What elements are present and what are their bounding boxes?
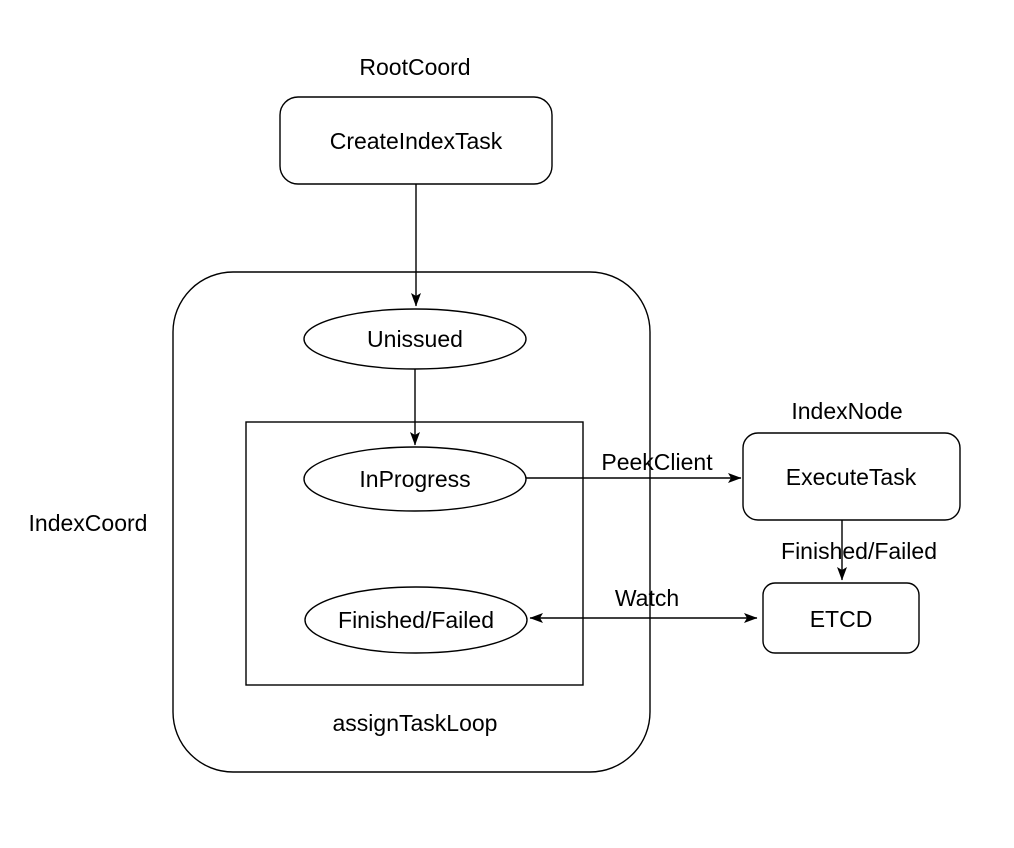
in-progress-label: InProgress <box>359 466 470 492</box>
watch-edge-label: Watch <box>615 585 679 611</box>
node-etcd <box>762 582 920 654</box>
root-coord-label: RootCoord <box>359 54 470 80</box>
node-execute-task <box>742 432 961 521</box>
create-index-task-label: CreateIndexTask <box>330 128 503 154</box>
finished-failed-node-label: Finished/Failed <box>338 607 494 633</box>
assign-task-loop-label: assignTaskLoop <box>333 710 498 736</box>
index-node-label: IndexNode <box>791 398 902 424</box>
node-finished-failed <box>304 586 528 654</box>
node-in-progress <box>303 446 527 512</box>
execute-task-label: ExecuteTask <box>786 464 917 490</box>
node-create-index-task <box>279 96 553 185</box>
finished-failed-edge-label: Finished/Failed <box>781 538 937 564</box>
index-coord-container <box>172 271 651 773</box>
node-unissued <box>303 308 527 370</box>
index-coord-label: IndexCoord <box>29 510 148 536</box>
peek-client-edge-label: PeekClient <box>601 449 713 475</box>
unissued-label: Unissued <box>367 326 463 352</box>
etcd-label: ETCD <box>810 606 873 632</box>
